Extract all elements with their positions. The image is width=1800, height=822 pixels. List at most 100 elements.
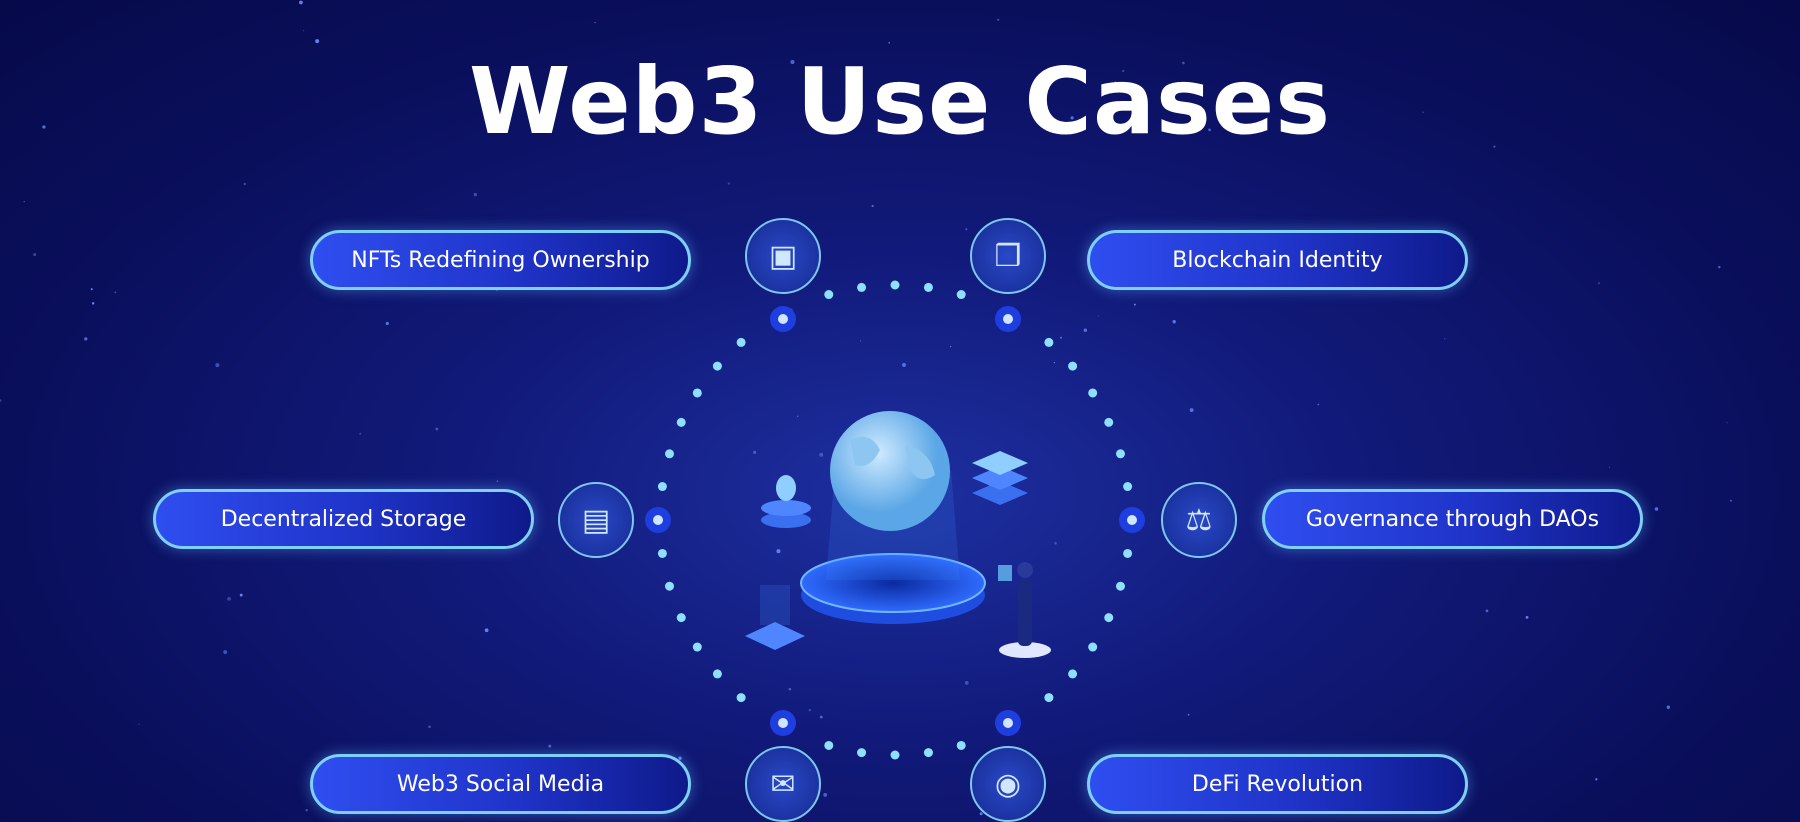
star [965, 228, 968, 231]
person-figure-icon [998, 562, 1051, 658]
star [1053, 361, 1056, 364]
chip-icon [745, 585, 805, 650]
star [808, 708, 812, 712]
star [1595, 778, 1598, 781]
star [1184, 125, 1188, 129]
ring-dot [1115, 449, 1125, 459]
star [1422, 111, 1424, 114]
star [753, 450, 757, 454]
star [964, 681, 969, 685]
ring-dot [857, 282, 867, 292]
star [435, 427, 439, 431]
ring-dot [712, 361, 722, 371]
star [359, 432, 362, 435]
star [496, 480, 499, 482]
layers-icon [972, 451, 1028, 505]
ring-dot [736, 693, 746, 703]
star [1114, 81, 1116, 83]
star [91, 302, 95, 305]
star [1525, 615, 1529, 619]
star [1208, 128, 1211, 132]
defi-coin-icon: ◉ [970, 746, 1046, 822]
ring-dot [923, 748, 933, 758]
star [138, 723, 140, 725]
ring-dot [824, 290, 834, 300]
ring-dot [1068, 669, 1078, 679]
star [1187, 713, 1190, 716]
identity-blocks-icon: ❒ [970, 218, 1046, 294]
ring-dot [692, 388, 702, 398]
star [299, 0, 303, 5]
star [859, 340, 861, 342]
star [114, 291, 117, 294]
coin-stack-icon [761, 475, 811, 528]
ring-dot [657, 482, 667, 492]
star [1598, 282, 1600, 285]
star [0, 399, 2, 402]
ring-dot [736, 337, 746, 347]
star [1182, 61, 1185, 65]
star [484, 628, 489, 633]
star [1054, 541, 1057, 545]
use-case-defi-revolution: DeFi Revolution [1087, 754, 1468, 814]
ring-dot [1115, 581, 1125, 591]
ring-dot [1088, 388, 1098, 398]
star [473, 192, 477, 197]
ring-dot [956, 740, 966, 750]
star [315, 39, 320, 44]
ring-dot [1123, 548, 1133, 558]
globe-platform [745, 411, 1051, 658]
ring-dot [692, 642, 702, 652]
ring-dot [890, 750, 900, 760]
star [823, 793, 828, 797]
star [1060, 336, 1062, 339]
ring-dot [857, 748, 867, 758]
star [797, 415, 799, 417]
star [1493, 145, 1496, 148]
star [302, 30, 305, 32]
ring-dot [1104, 417, 1114, 427]
star [1083, 328, 1088, 332]
star [548, 744, 552, 748]
star [1718, 265, 1721, 269]
star [42, 125, 46, 129]
star [215, 363, 220, 368]
ring-dot [890, 280, 900, 290]
star [594, 22, 596, 24]
star [239, 593, 243, 597]
ring-dot [676, 613, 686, 623]
star-field [0, 0, 1733, 816]
star [1729, 499, 1733, 502]
ring-dot [923, 282, 933, 292]
star [1726, 422, 1728, 424]
ring-dot [824, 740, 834, 750]
star [1172, 320, 1176, 324]
ring-dot [712, 669, 722, 679]
governance-icon: ⚖ [1161, 482, 1237, 558]
star [33, 253, 37, 257]
ring-dot [665, 449, 675, 459]
star [979, 812, 983, 816]
star [678, 756, 682, 760]
star [23, 200, 25, 203]
star [949, 345, 952, 348]
ring-dot [1123, 482, 1133, 492]
star [1070, 116, 1074, 120]
star [831, 127, 835, 130]
star [1444, 338, 1446, 340]
ring-dot [665, 581, 675, 591]
nft-gallery-icon: ▣ [745, 218, 821, 294]
star [819, 715, 823, 719]
star [1485, 609, 1489, 613]
ring-dot [1104, 613, 1114, 623]
star [243, 182, 247, 186]
star [888, 41, 891, 44]
ring-dot [1044, 337, 1054, 347]
star [385, 321, 389, 326]
star [90, 288, 93, 291]
ring-dot [1088, 642, 1098, 652]
ring-dot [657, 548, 667, 558]
use-case-decentralized-storage: Decentralized Storage [153, 489, 534, 549]
ring-dot [676, 417, 686, 427]
